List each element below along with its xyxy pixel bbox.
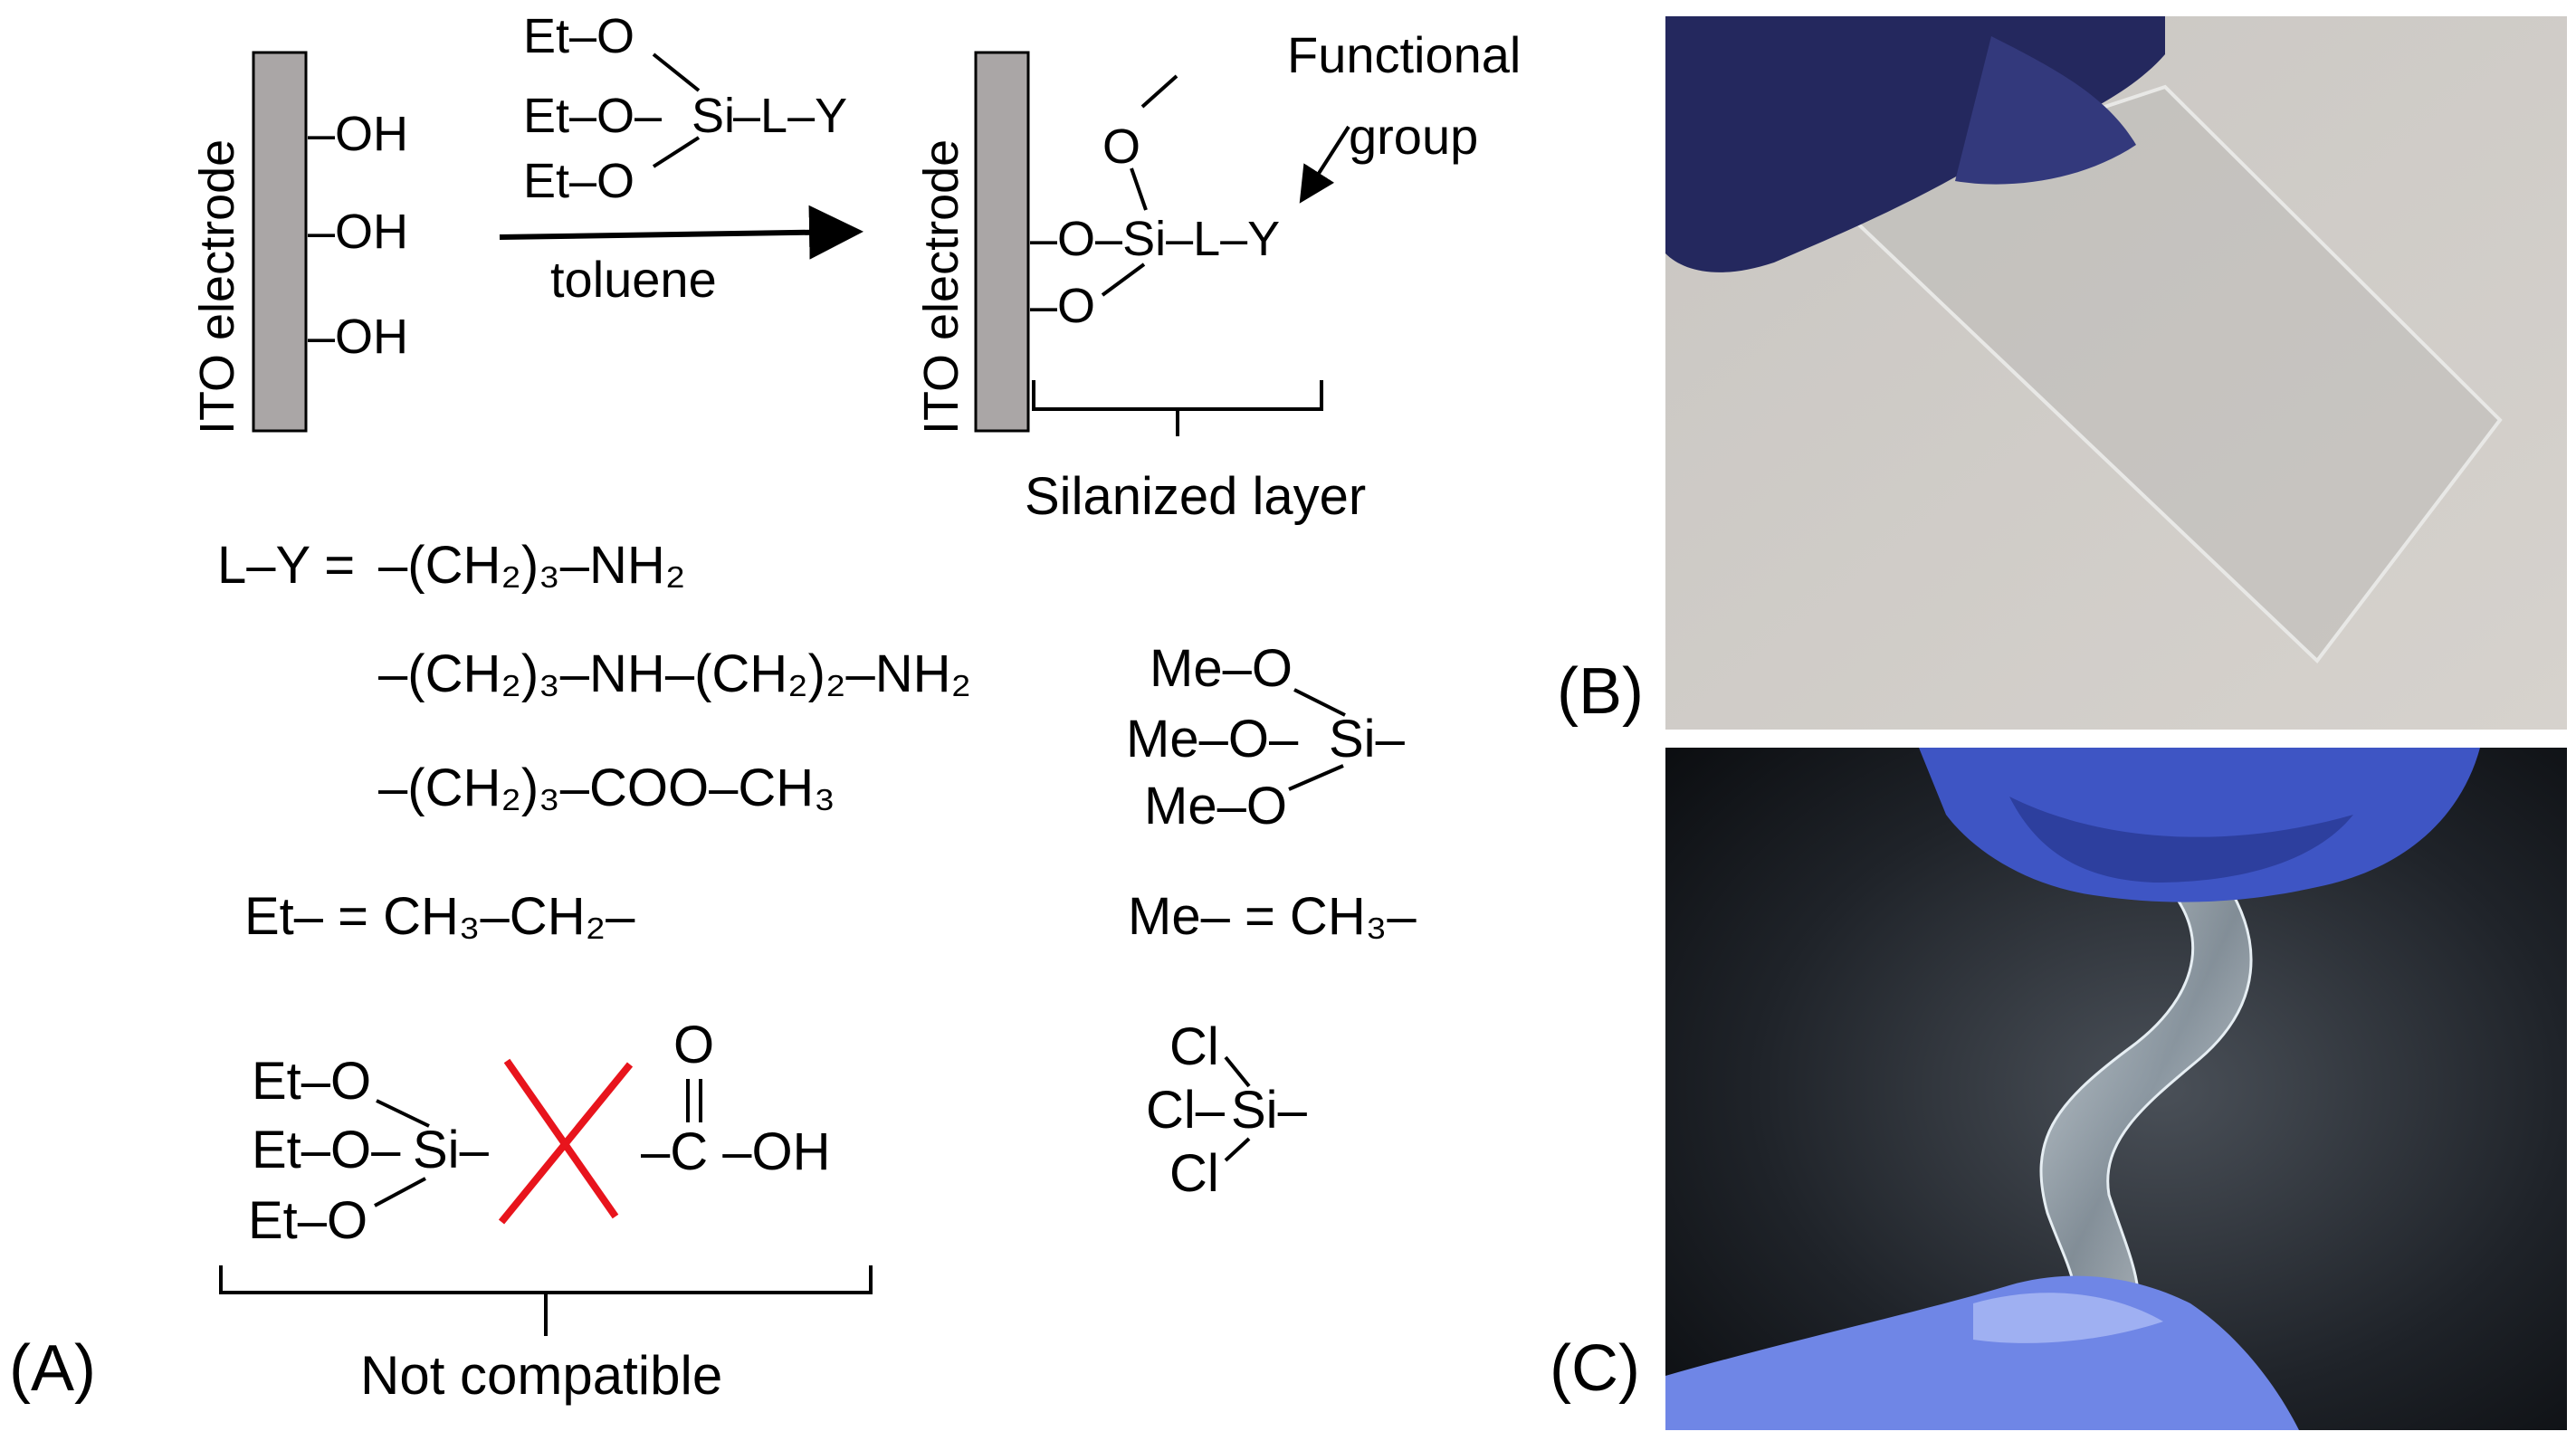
panel-label-c: (C) (1550, 1332, 1640, 1405)
ly-option-2: –(CH₂)₃–NH–(CH₂)₂–NH₂ (378, 644, 971, 703)
incomp-si: Si– (413, 1121, 490, 1179)
functional-group-label-2: group (1349, 108, 1478, 165)
incomp-bond-bottom (374, 1177, 426, 1207)
electrode-bar-reactant (252, 51, 308, 433)
glove-b-fold (1955, 36, 2136, 185)
product-bond-top (1130, 167, 1148, 211)
panel-label-a: (A) (9, 1332, 96, 1405)
glove-c-bottom-light (1973, 1293, 2163, 1343)
ly-lhs: L–Y = (217, 536, 355, 595)
chloro-bond-bottom (1224, 1137, 1251, 1162)
incomp-bond-top (376, 1099, 430, 1128)
reagent-et-o-top: Et–O (523, 9, 634, 63)
me-definition: Me– = CH₃– (1128, 887, 1417, 946)
reaction-arrow (499, 205, 863, 260)
reaction-scheme: ITO electrode –OH –OH –OH Et–O Et–O– Si … (190, 9, 1521, 526)
reagent-bond-bottom (652, 136, 701, 168)
cross-stroke-1 (503, 1058, 619, 1219)
methoxy-bond-bottom (1288, 764, 1344, 791)
hydroxyl-2: –OH (308, 205, 408, 259)
ly-option-1: –(CH₂)₃–NH₂ (378, 536, 685, 595)
incompatible-group: Et–O Et–O– Si– Et–O O –C –OH Not compati… (219, 1016, 873, 1406)
not-compatible-brace (219, 1265, 873, 1336)
et-definition: Et– = CH₃–CH₂– (244, 887, 635, 946)
chloro-si: Si– (1231, 1081, 1308, 1140)
reagent-si: Si (692, 89, 735, 143)
glove-c-top-shade (2009, 797, 2353, 883)
product-si-chain: –O–Si–L–Y (1030, 212, 1280, 266)
ly-definitions: L–Y = –(CH₂)₃–NH₂ –(CH₂)₃–NH–(CH₂)₂–NH₂ … (217, 536, 971, 946)
not-compatible-label: Not compatible (360, 1345, 722, 1406)
methoxy-me-o-mid: Me–O– (1126, 710, 1299, 768)
functional-group-label: Functional (1287, 26, 1521, 83)
carboxylic-acid: –C –OH (641, 1122, 831, 1181)
incomp-et-o-bottom: Et–O (248, 1191, 367, 1250)
solvent-label: toluene (550, 251, 717, 308)
carbonyl-o: O (673, 1016, 714, 1074)
product-methyl-bond (1140, 74, 1178, 109)
chloro-cl-top: Cl (1169, 1017, 1219, 1076)
hydroxyl-3: –OH (308, 310, 408, 364)
photo-c (1665, 748, 2567, 1430)
silanized-layer-brace (1032, 380, 1323, 436)
panel-label-b: (B) (1557, 655, 1644, 728)
reagent-et-o-bottom: Et–O (523, 154, 634, 208)
incomp-et-o-top: Et–O (252, 1052, 371, 1111)
electrode-bar-product (974, 51, 1030, 433)
chloro-bond-top (1224, 1055, 1251, 1088)
reagent-et-o-mid: Et–O– (523, 89, 662, 143)
hydroxyl-1: –OH (308, 107, 408, 161)
photo-b (1665, 16, 2567, 730)
methoxy-me-o-top: Me–O (1150, 639, 1293, 698)
functional-group-arrow (1299, 125, 1350, 204)
reagent-bond-top (652, 52, 701, 92)
product-bond-bottom (1101, 262, 1146, 297)
cross-stroke-2 (498, 1062, 634, 1225)
electrode-label-reactant: ITO electrode (190, 139, 244, 434)
reagent-l-y: –L–Y (733, 89, 847, 143)
methoxy-me-o-bottom: Me–O (1144, 777, 1287, 835)
chloro-cl-mid: Cl– (1146, 1081, 1226, 1140)
product-o-bottom: –O (1030, 279, 1095, 333)
product-o-top: O (1102, 119, 1140, 174)
glove-c-top (1919, 748, 2480, 902)
ly-option-3: –(CH₂)₃–COO–CH₃ (378, 759, 835, 817)
incomp-et-o-mid: Et–O– (252, 1121, 401, 1179)
electrode-label-product: ITO electrode (914, 139, 968, 434)
methoxy-si: Si– (1329, 710, 1406, 768)
chloro-cl-bottom: Cl (1169, 1144, 1219, 1203)
silanized-layer-label: Silanized layer (1025, 467, 1366, 526)
chlorosilane: Cl Cl– Si– Cl (1146, 1017, 1308, 1203)
methoxy-bond-top (1293, 688, 1346, 717)
methoxysilane: Me–O Me–O– Si– Me–O Me– = CH₃– (1126, 639, 1417, 946)
